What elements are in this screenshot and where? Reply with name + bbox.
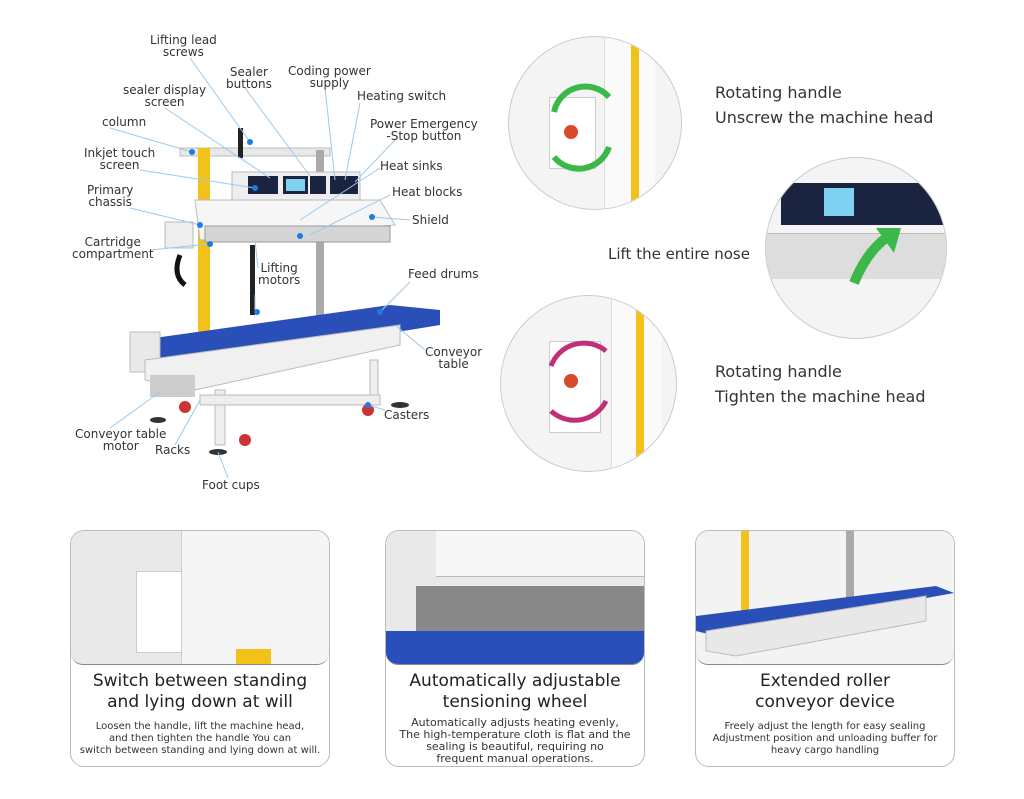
step-tighten-photo: [500, 295, 677, 472]
label-shield: Shield: [412, 213, 449, 227]
rotate-arrow-magenta-icon: [548, 340, 609, 423]
rotate-arrow-green-icon: [551, 83, 612, 172]
card-text: Automatically adjusts heating evenly,The…: [399, 716, 631, 765]
label-column: column: [102, 115, 147, 129]
label-heat-blocks: Heat blocks: [392, 185, 463, 199]
label-heat-sinks: Heat sinks: [380, 159, 443, 173]
step-unscrew-photo: [508, 36, 682, 210]
feature-photo: [386, 531, 644, 665]
label-racks: Racks: [155, 443, 191, 457]
label-power-emergency-stop: Power Emergency-Stop button: [370, 117, 478, 143]
card-text: Loosen the handle, lift the machine head…: [79, 721, 321, 756]
label-casters: Casters: [384, 408, 430, 422]
label-foot-cups: Foot cups: [202, 478, 260, 492]
machine-illustration: [109, 57, 440, 479]
label-heating-switch: Heating switch: [357, 89, 447, 103]
lift-arrow-icon: [849, 228, 901, 285]
lead-screw-handle: [238, 128, 243, 158]
feature-photo: [71, 531, 329, 665]
label-feed-drums: Feed drums: [408, 267, 479, 281]
step-lift-photo: [765, 157, 947, 339]
card-text: Freely adjust the length for easy sealin…: [712, 721, 938, 756]
feature-photo: [696, 531, 954, 665]
step2-caption: Lift the entire nose: [608, 245, 750, 263]
